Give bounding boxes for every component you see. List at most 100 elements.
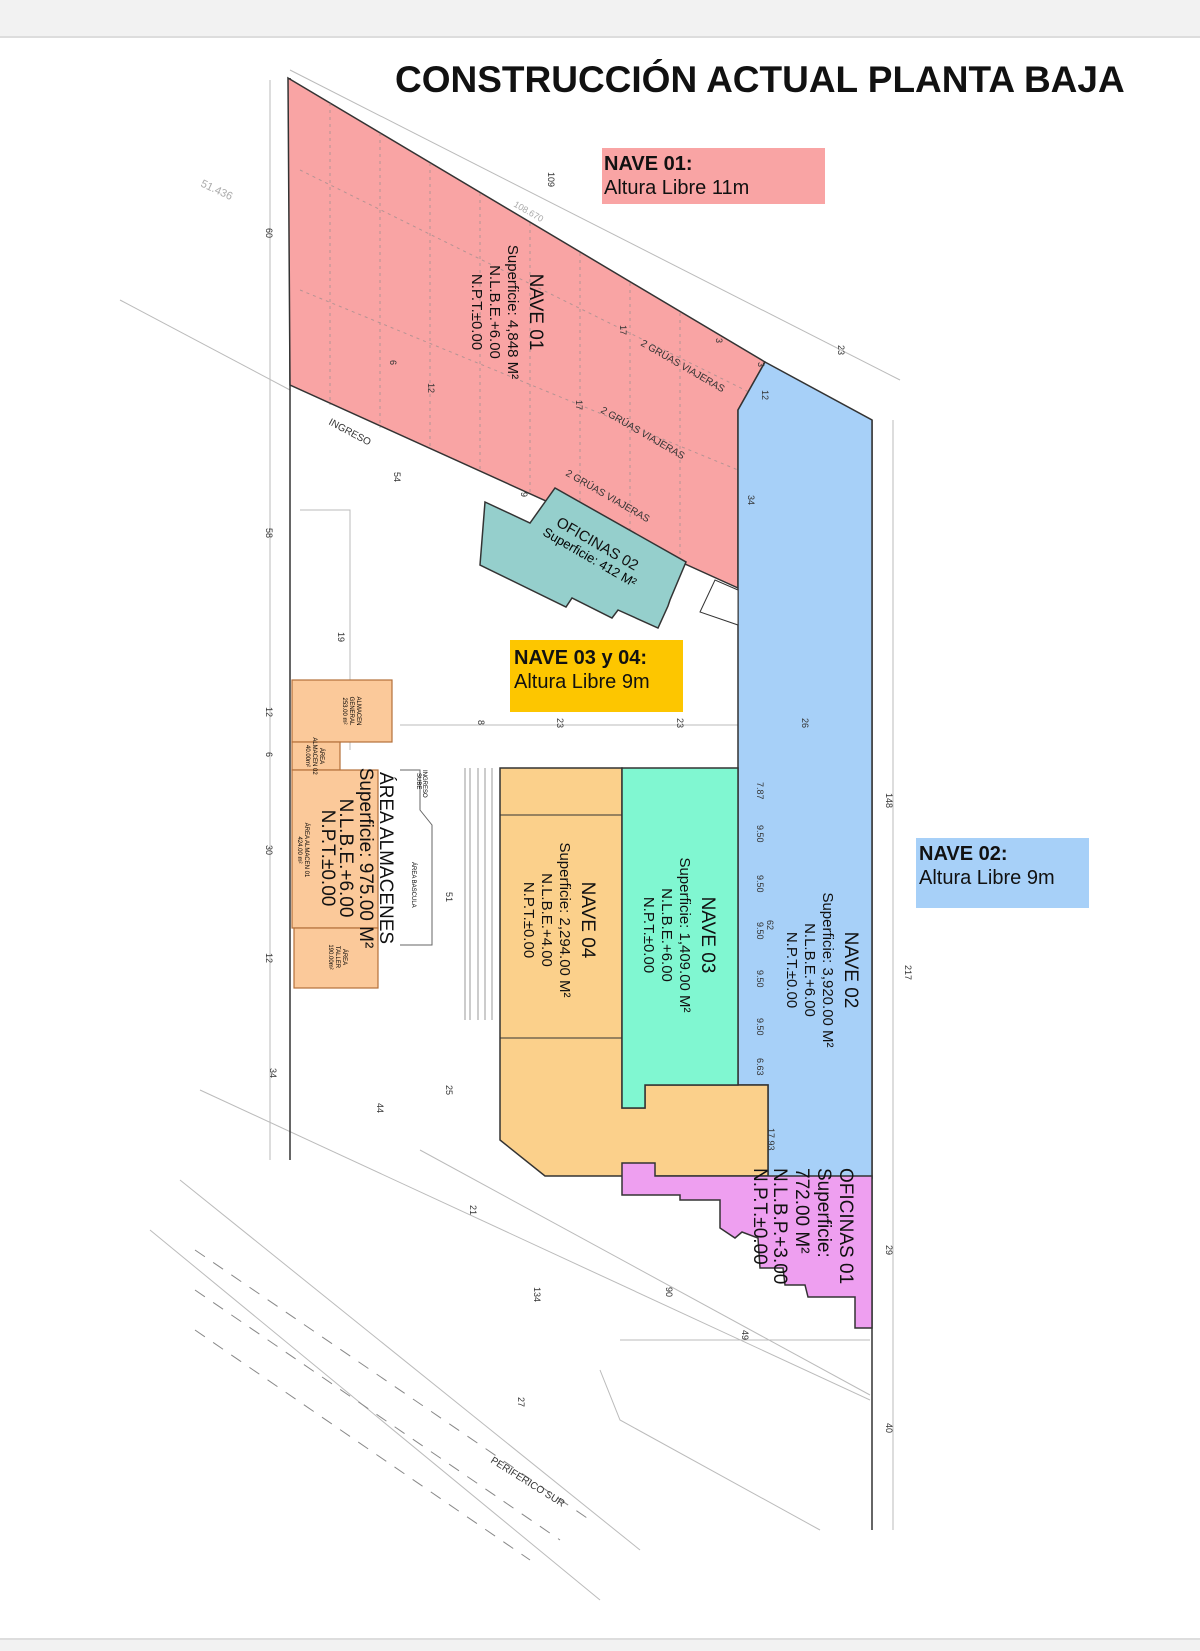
dimension-label: 21 xyxy=(468,1205,478,1215)
taller-label: ÁREA TALLER 190.00m² xyxy=(327,944,348,969)
dimension-label: 29 xyxy=(884,1245,894,1255)
bascula-label: ÁREA BASCULA xyxy=(410,862,417,908)
dimension-label: 148 xyxy=(884,793,894,808)
area-name: NAVE 01 xyxy=(525,274,546,351)
dimension-label: 25 xyxy=(444,1085,454,1095)
dimension-label: 23 xyxy=(836,345,846,355)
dimension-label: 26 xyxy=(800,718,810,728)
dimension-label: 9.50 xyxy=(755,922,765,940)
dimension-label: 60 xyxy=(264,228,274,238)
almacenes-label: ÁREA ALMACENES Superficie: 975.00 M² N.L… xyxy=(317,768,396,949)
page-title: CONSTRUCCIÓN ACTUAL PLANTA BAJA xyxy=(395,58,1125,100)
area-floor-level: N.P.T.±0.00 xyxy=(749,1168,770,1265)
dimension-label: 23 xyxy=(555,718,565,728)
dimension-label: 34 xyxy=(268,1068,278,1078)
dimension-label: 40 xyxy=(884,1423,894,1433)
nave-04-label: NAVE 04 Superficie: 2,294.00 M² N.L.B.E.… xyxy=(520,842,598,997)
area-name: NAVE 02 xyxy=(840,932,861,1009)
dimension-label: 17 xyxy=(574,400,584,410)
room-label: ALMACEN 02 xyxy=(311,737,317,775)
area-surface: Superficie: 975.00 M² xyxy=(355,768,376,949)
legend-nave-01: NAVE 01: Altura Libre 11m xyxy=(602,148,825,204)
room-label: GENERAL xyxy=(348,697,354,726)
room-label: ALMACEN xyxy=(355,696,361,725)
area-floor-level: N.P.T.±0.00 xyxy=(783,932,800,1008)
area-level: N.L.B.E.+6.00 xyxy=(335,799,356,918)
site-context-lines xyxy=(119,69,901,1601)
legend-nave-02: NAVE 02: Altura Libre 9m xyxy=(916,838,1089,908)
almacenes-area[interactable] xyxy=(291,679,393,989)
area-floor-level: N.P.T.±0.00 xyxy=(317,810,338,907)
dimension-label: 30 xyxy=(264,845,274,855)
dimension-label: 17.93 xyxy=(766,1128,776,1151)
dimension-label: 6 xyxy=(388,360,398,365)
room-area: 253.00 m² xyxy=(341,697,347,724)
periferico-sur-label: PERIFERICO SUR xyxy=(488,1455,566,1509)
dimension-label: 12 xyxy=(760,390,770,400)
room-area: 190.00m² xyxy=(327,944,333,969)
dimension-label: 109 xyxy=(546,172,556,187)
legend-nave-03-04-subtitle: Altura Libre 9m xyxy=(514,671,650,693)
dimension-label: 12 xyxy=(426,383,436,393)
nave-02-label: NAVE 02 Superficie: 3,920.00 M² N.L.B.E.… xyxy=(783,892,861,1047)
legend-nave-02-subtitle: Altura Libre 9m xyxy=(919,867,1055,889)
legend-nave-01-title: NAVE 01: xyxy=(604,153,693,175)
dimension-label: 17 xyxy=(618,325,628,335)
area-level: N.L.B.E.+6.00 xyxy=(801,923,818,1017)
area-surface: Superficie: 3,920.00 M² xyxy=(819,892,836,1047)
dimension-label: 49 xyxy=(740,1330,750,1340)
dimension-label: 7.87 xyxy=(755,782,765,800)
area-name: ÁREA ALMACENES xyxy=(375,772,396,944)
area-level: N.L.B.E.+4.00 xyxy=(538,873,555,967)
nave-01-label: NAVE 01 Superficie: 4,848 M² N.L.B.E.+6.… xyxy=(468,245,546,379)
area-surface: Superficie: 2,294.00 M² xyxy=(556,842,573,997)
dimension-label: 62 xyxy=(765,920,775,930)
nave-03-label: NAVE 03 Superficie: 1,409.00 M² N.L.B.E.… xyxy=(640,857,718,1012)
area-name: NAVE 04 xyxy=(577,882,598,959)
area-level: N.L.B.P.+3.00 xyxy=(769,1168,790,1284)
room-area: 40.00m² xyxy=(304,745,310,767)
dimension-label: 34 xyxy=(746,495,756,505)
area-level: N.L.B.E.+6.00 xyxy=(486,265,503,359)
oficinas-01-area[interactable] xyxy=(621,1162,873,1329)
legend-nave-03-04-title: NAVE 03 y 04: xyxy=(514,647,647,669)
legend-nave-02-title: NAVE 02: xyxy=(919,843,1008,865)
room-label: TALLER xyxy=(334,946,340,969)
dimension-label: 217 xyxy=(903,965,913,980)
nave-03-area[interactable] xyxy=(621,767,739,1109)
dimension-label: 3 xyxy=(756,362,766,367)
dimension-label: 8 xyxy=(476,720,486,725)
dimension-label: 3 xyxy=(714,338,724,343)
area-surface: Superficie: 1,409.00 M² xyxy=(676,857,693,1012)
area-surface-value: 772.00 M² xyxy=(791,1168,812,1254)
dimension-label: 12 xyxy=(264,953,274,963)
area-name: NAVE 03 xyxy=(697,897,718,974)
dimension-label: 54 xyxy=(392,472,402,482)
area-floor-level: N.P.T.±0.00 xyxy=(640,897,657,973)
oficinas-02-area[interactable] xyxy=(479,487,687,629)
outbuilding xyxy=(699,579,739,626)
room-label: ÁREA xyxy=(318,748,325,764)
dimension-label: 9.50 xyxy=(755,875,765,893)
ingreso-label: INGRESO xyxy=(327,417,373,448)
area-floor-level: N.P.T.±0.00 xyxy=(520,882,537,958)
dimension-label: 134 xyxy=(532,1287,542,1302)
nave-02-area[interactable] xyxy=(737,360,873,1179)
room-area: 424.00 m² xyxy=(296,836,302,863)
dimension-label: 51.436 xyxy=(199,178,235,203)
nave-01-gridlines xyxy=(299,103,756,565)
dimension-label: 90 xyxy=(664,1287,674,1297)
dimension-label: 9.50 xyxy=(755,1018,765,1036)
dimension-label: 12 xyxy=(264,707,274,717)
dimension-label: 58 xyxy=(264,528,274,538)
area-floor-level: N.P.T.±0.00 xyxy=(468,274,485,350)
dimension-label: 44 xyxy=(375,1103,385,1113)
legend-nave-01-subtitle: Altura Libre 11m xyxy=(604,177,749,199)
area-name: OFICINAS 01 xyxy=(835,1168,856,1284)
dimension-label: 27 xyxy=(516,1397,526,1407)
oficinas-01-label: OFICINAS 01 Superficie: 772.00 M² N.L.B.… xyxy=(749,1168,856,1284)
dimension-label: 19 xyxy=(336,632,346,642)
room-label: ÁREA xyxy=(341,949,348,965)
area-level: N.L.B.E.+6.00 xyxy=(658,888,675,982)
